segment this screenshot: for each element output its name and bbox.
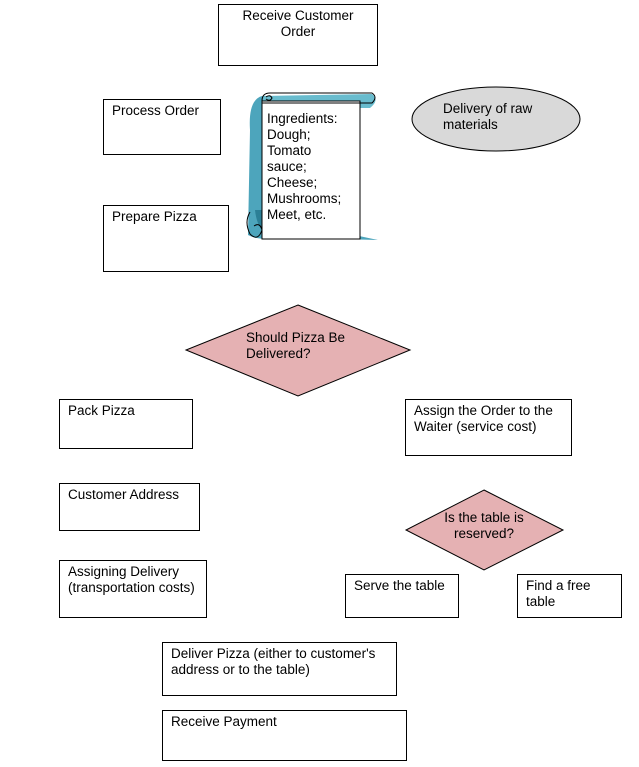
serve-table-box[interactable]: Serve the table: [345, 574, 459, 618]
pack-pizza-box[interactable]: Pack Pizza: [59, 399, 193, 449]
serve-table-label: Serve the table: [354, 578, 445, 593]
receive-payment-label: Receive Payment: [171, 714, 277, 729]
receive-order-label: Receive Customer Order: [242, 8, 354, 39]
should-deliver-diamond: [184, 304, 412, 397]
find-table-label: Find a free table: [526, 578, 591, 609]
assigning-delivery-box[interactable]: Assigning Delivery (transportation costs…: [59, 560, 207, 618]
customer-address-label: Customer Address: [68, 487, 180, 502]
ingredient-item: Mushrooms;: [267, 191, 342, 206]
assign-waiter-label: Assign the Order to the Waiter (service …: [414, 403, 553, 434]
deliver-pizza-label: Deliver Pizza (either to customer's addr…: [171, 646, 376, 677]
ingredient-item: Dough;: [267, 127, 311, 142]
pack-pizza-label: Pack Pizza: [68, 403, 135, 418]
ingredient-item: Cheese;: [267, 175, 318, 190]
prepare-pizza-box[interactable]: Prepare Pizza: [103, 205, 229, 272]
raw-materials-ellipse: [411, 86, 581, 152]
table-reserved-label: Is the table is reserved?: [444, 510, 524, 541]
table-reserved-diamond: [404, 489, 565, 571]
raw-materials-label: Delivery of raw materials: [443, 101, 533, 132]
receive-payment-box[interactable]: Receive Payment: [162, 710, 407, 761]
ingredients-list: Ingredients: Dough; Tomato sauce; Cheese…: [267, 111, 362, 223]
process-order-label: Process Order: [112, 103, 200, 118]
ingredients-title: Ingredients:: [267, 111, 338, 126]
ingredient-item: Tomato: [267, 143, 312, 158]
should-deliver-label: Should Pizza Be Delivered?: [246, 330, 346, 361]
ingredient-item: sauce;: [267, 159, 307, 174]
scroll-icon: [246, 92, 378, 240]
assigning-delivery-label: Assigning Delivery (transportation costs…: [68, 564, 195, 595]
prepare-pizza-label: Prepare Pizza: [112, 209, 197, 224]
customer-address-box[interactable]: Customer Address: [59, 483, 200, 531]
receive-order-box[interactable]: Receive Customer Order: [218, 4, 378, 66]
find-table-box[interactable]: Find a free table: [517, 574, 622, 618]
ingredient-item: Meet, etc.: [267, 207, 327, 222]
deliver-pizza-box[interactable]: Deliver Pizza (either to customer's addr…: [162, 642, 397, 696]
process-order-box[interactable]: Process Order: [103, 99, 221, 155]
assign-waiter-box[interactable]: Assign the Order to the Waiter (service …: [405, 399, 572, 456]
